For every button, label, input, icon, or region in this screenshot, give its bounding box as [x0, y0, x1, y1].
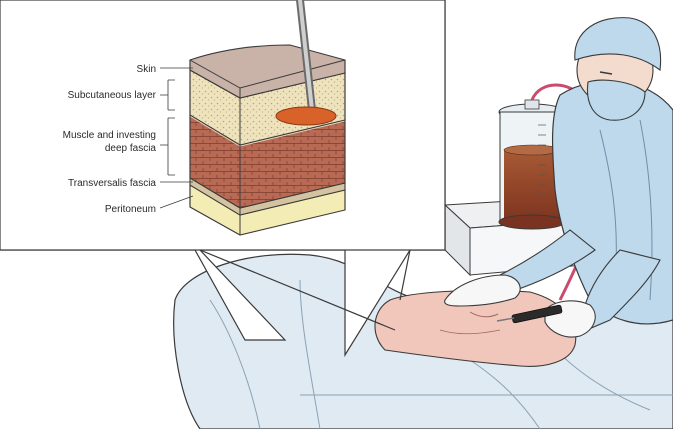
gloved-hand-left [444, 274, 521, 307]
label-muscle-line2: deep fascia [105, 143, 157, 154]
gloved-hand-needle [496, 300, 596, 338]
needle-tip-pocket [275, 106, 337, 126]
surgical-cap [574, 17, 662, 72]
clinician [499, 17, 673, 336]
label-transversalis-fascia: Transversalis fascia [68, 178, 156, 189]
inset-labels: Skin Subcutaneous layer Muscle and inves… [63, 64, 194, 215]
tissue-layer-block [189, 0, 346, 236]
procedure-scene [173, 17, 673, 429]
surgical-mask [586, 79, 646, 121]
label-skin: Skin [137, 64, 156, 75]
label-subcutaneous-layer: Subcutaneous layer [68, 90, 157, 101]
label-muscle-line1: Muscle and investing [63, 130, 156, 141]
needle [275, 0, 337, 126]
label-peritoneum: Peritoneum [105, 204, 156, 215]
